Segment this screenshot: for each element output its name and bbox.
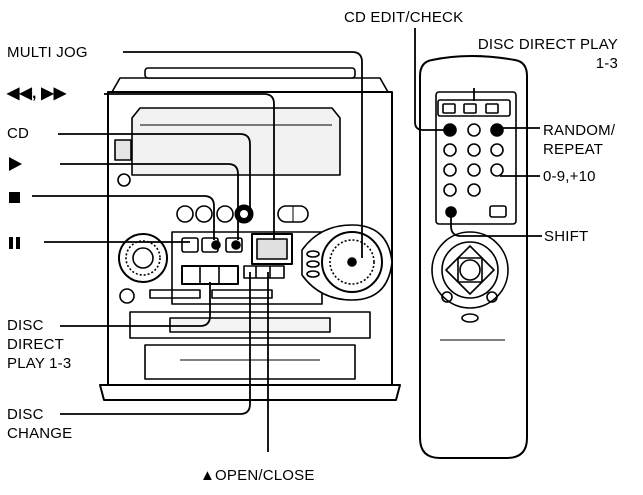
play-icon	[9, 155, 22, 174]
label-shift: SHIFT	[544, 228, 589, 245]
label-random-repeat: RANDOM/ REPEAT	[543, 122, 616, 158]
label-cd-edit-check: CD EDIT/CHECK	[344, 9, 464, 26]
callout-lines	[32, 28, 542, 452]
label-open-close: ▲OPEN/CLOSE	[200, 467, 315, 484]
label-disc-direct-play-unit: DISC DIRECT PLAY 1-3	[7, 317, 72, 372]
label-rewind-fast-forward: ◀◀, ▶▶	[7, 85, 67, 102]
label-disc-change: DISC CHANGE	[7, 406, 73, 442]
pause-icon	[9, 234, 23, 253]
stop-icon	[9, 188, 20, 207]
label-disc-direct-play-remote: DISC DIRECT PLAY 1-3	[477, 36, 618, 72]
stereo-unit	[99, 67, 401, 401]
label-multi-jog: MULTI JOG	[7, 44, 88, 61]
label-numeric-keys: 0-9,+10	[543, 168, 596, 185]
remote-control	[419, 55, 528, 459]
label-cd: CD	[7, 125, 30, 142]
